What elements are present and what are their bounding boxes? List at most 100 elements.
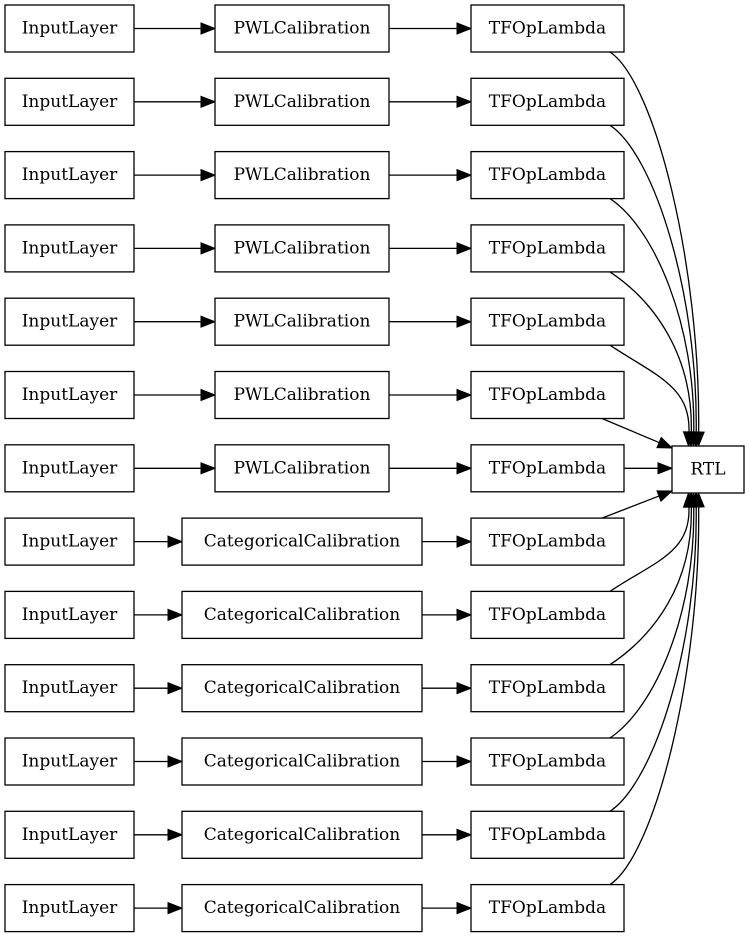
tfoplambda-node-box	[470, 150, 625, 200]
categorical-calibration-node: CategoricalCalibration	[181, 590, 423, 640]
pwl-calibration-node: PWLCalibration	[214, 150, 390, 200]
categorical-calibration-node-box	[181, 737, 423, 786]
input-layer-node: InputLayer	[4, 883, 135, 933]
input-layer-node: InputLayer	[4, 444, 135, 493]
pwl-calibration-node-label: PWLCalibration	[234, 385, 371, 405]
input-layer-node-box	[4, 224, 135, 273]
edge-calibration-to-lambda-arrowhead	[456, 755, 473, 768]
edge-lambda-to-rtl-arrowhead	[657, 462, 674, 475]
tfoplambda-node-label: TFOpLambda	[489, 752, 606, 772]
edge-input-to-calibration-arrowhead	[200, 95, 217, 109]
tfoplambda-node-label: TFOpLambda	[489, 312, 606, 332]
input-layer-node-label: InputLayer	[22, 678, 118, 698]
pwl-calibration-node-label: PWLCalibration	[234, 92, 371, 112]
input-layer-node-label: InputLayer	[22, 532, 118, 552]
tfoplambda-node-box	[470, 370, 625, 420]
tfoplambda-node: TFOpLambda	[470, 370, 625, 420]
edge-lambda-to-rtl	[609, 506, 697, 812]
edge-calibration-to-lambda-arrowhead	[456, 242, 473, 255]
input-layer-node: InputLayer	[4, 664, 135, 713]
tfoplambda-node-box	[470, 77, 625, 126]
tfoplambda-node: TFOpLambda	[470, 883, 625, 933]
input-layer-node-label: InputLayer	[22, 752, 118, 772]
tfoplambda-node-label: TFOpLambda	[489, 19, 606, 39]
pwl-calibration-node-label: PWLCalibration	[234, 238, 371, 258]
input-layer-node-box	[4, 297, 135, 346]
categorical-calibration-node-box	[181, 883, 423, 933]
tfoplambda-node: TFOpLambda	[470, 737, 625, 786]
edge-calibration-to-lambda-arrowhead	[456, 168, 473, 182]
tfoplambda-node: TFOpLambda	[470, 444, 625, 493]
input-layer-node-box	[4, 517, 135, 566]
tfoplambda-node: TFOpLambda	[470, 590, 625, 640]
pwl-calibration-node-label: PWLCalibration	[234, 312, 371, 332]
input-layer-node: InputLayer	[4, 4, 135, 53]
categorical-calibration-node-label: CategoricalCalibration	[204, 898, 400, 918]
pwl-calibration-node-label: PWLCalibration	[234, 165, 371, 185]
pwl-calibration-node: PWLCalibration	[214, 297, 390, 346]
input-layer-node-box	[4, 444, 135, 493]
pwl-calibration-node-box	[214, 4, 390, 53]
tfoplambda-node: TFOpLambda	[470, 224, 625, 273]
input-layer-node-label: InputLayer	[22, 312, 118, 332]
input-layer-node-label: InputLayer	[22, 385, 118, 405]
edge-input-to-calibration-arrowhead	[167, 681, 184, 695]
edge-lambda-to-rtl	[609, 506, 700, 886]
pwl-calibration-node-box	[214, 150, 390, 200]
tfoplambda-node-label: TFOpLambda	[489, 165, 606, 185]
categorical-calibration-node-box	[181, 517, 423, 566]
edge-input-to-calibration-arrowhead	[200, 22, 217, 35]
edge-input-to-calibration-arrowhead	[200, 168, 217, 182]
pwl-calibration-node-box	[214, 444, 390, 493]
input-layer-node-box	[4, 737, 135, 786]
categorical-calibration-node: CategoricalCalibration	[181, 810, 423, 859]
input-layer-node-box	[4, 77, 135, 126]
tfoplambda-node-box	[470, 224, 625, 273]
rtl-node: RTL	[671, 445, 745, 494]
edge-lambda-to-rtl-arrowhead	[656, 490, 674, 503]
edge-input-to-calibration-arrowhead	[200, 388, 217, 402]
tfoplambda-node-label: TFOpLambda	[489, 898, 606, 918]
tfoplambda-node-box	[470, 517, 625, 566]
pwl-calibration-node-box	[214, 297, 390, 346]
edge-input-to-calibration-arrowhead	[167, 535, 184, 548]
categorical-calibration-node-label: CategoricalCalibration	[204, 678, 400, 698]
edge-lambda-to-rtl	[609, 506, 692, 666]
input-layer-node: InputLayer	[4, 737, 135, 786]
tfoplambda-node: TFOpLambda	[470, 150, 625, 200]
edge-calibration-to-lambda-arrowhead	[456, 462, 473, 475]
tfoplambda-node-label: TFOpLambda	[489, 238, 606, 258]
tfoplambda-node: TFOpLambda	[470, 77, 625, 126]
edge-lambda-to-rtl	[609, 271, 692, 433]
tfoplambda-node-label: TFOpLambda	[489, 92, 606, 112]
input-layer-node: InputLayer	[4, 810, 135, 859]
edge-lambda-to-rtl	[601, 495, 660, 519]
categorical-calibration-node-box	[181, 664, 423, 713]
tfoplambda-node-label: TFOpLambda	[489, 532, 606, 552]
input-layer-node: InputLayer	[4, 77, 135, 126]
tfoplambda-node-label: TFOpLambda	[489, 385, 606, 405]
categorical-calibration-node-label: CategoricalCalibration	[204, 752, 400, 772]
tfoplambda-node: TFOpLambda	[470, 810, 625, 859]
edge-lambda-to-rtl	[609, 506, 690, 592]
tfoplambda-node-box	[470, 664, 625, 713]
edge-calibration-to-lambda-arrowhead	[456, 608, 473, 622]
input-layer-node-label: InputLayer	[22, 605, 118, 625]
categorical-calibration-node-box	[181, 590, 423, 640]
categorical-calibration-node-label: CategoricalCalibration	[204, 605, 400, 625]
edge-input-to-calibration-arrowhead	[167, 901, 184, 915]
input-layer-node: InputLayer	[4, 590, 135, 640]
edge-input-to-calibration-arrowhead	[200, 315, 217, 328]
pwl-calibration-node-box	[214, 370, 390, 420]
input-layer-node-box	[4, 150, 135, 200]
edge-lambda-to-rtl	[609, 51, 700, 433]
pwl-calibration-node-label: PWLCalibration	[234, 458, 371, 478]
tfoplambda-node-label: TFOpLambda	[489, 678, 606, 698]
categorical-calibration-node: CategoricalCalibration	[181, 737, 423, 786]
categorical-calibration-node-label: CategoricalCalibration	[204, 532, 400, 552]
pwl-calibration-node: PWLCalibration	[214, 370, 390, 420]
tfoplambda-node: TFOpLambda	[470, 4, 625, 53]
pwl-calibration-node: PWLCalibration	[214, 4, 390, 53]
